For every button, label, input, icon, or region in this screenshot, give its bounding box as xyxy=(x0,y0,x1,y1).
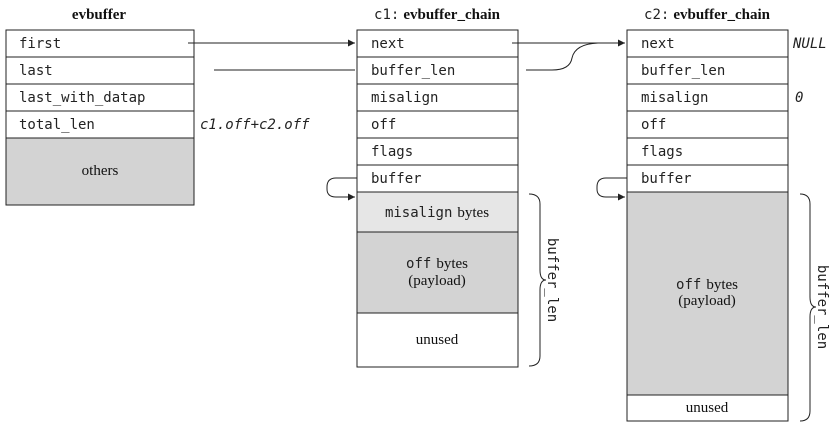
evbuffer-first-label: first xyxy=(19,36,61,52)
c1-buffer-len-label: buffer_len xyxy=(371,63,455,79)
c2-buffer-len-brace xyxy=(799,193,817,422)
c2-field-off xyxy=(626,110,789,139)
c2-unused-block xyxy=(626,394,789,422)
c2-misalign-zero-annotation: 0 xyxy=(795,90,803,106)
c1-title-prefix: c1: xyxy=(374,7,399,23)
evbuffer-total-len-label: total_len xyxy=(19,117,95,133)
c1-buffer-label: buffer xyxy=(371,171,422,187)
evbuffer-field-last-with-datap xyxy=(5,83,195,112)
total-len-annotation: c1.off+c2.off xyxy=(200,117,310,133)
c2-off-bytes-label: off bytes xyxy=(676,277,738,293)
evbuffer-title: evbuffer xyxy=(72,7,126,23)
c2-buffer-pointer-arrow xyxy=(596,177,627,201)
c1-chain: c1:evbuffer_chain next buffer_len misali… xyxy=(326,7,560,368)
c1-field-buffer xyxy=(356,164,519,193)
c1-misalign-bytes-mono: misalign xyxy=(385,205,452,221)
c2-misalign-label: misalign xyxy=(641,90,708,106)
c2-unused-label: unused xyxy=(686,400,729,416)
c1-title: c1:evbuffer_chain xyxy=(374,7,501,23)
c1-field-misalign xyxy=(356,83,519,112)
c1-off-bytes-mono: off xyxy=(406,256,431,272)
c2-payload-label: (payload) xyxy=(678,293,735,309)
c1-payload-label: (payload) xyxy=(408,273,465,289)
c1-off-bytes-label: off bytes xyxy=(406,256,468,272)
c2-brace-label: buffer_len xyxy=(814,265,830,349)
c2-title-name: evbuffer_chain xyxy=(673,7,770,23)
c2-title: c2:evbuffer_chain xyxy=(644,7,771,23)
c2-title-prefix: c2: xyxy=(644,7,669,23)
c2-off-bytes-text: bytes xyxy=(706,277,738,293)
c1-payload-block xyxy=(356,231,519,314)
c1-unused-label: unused xyxy=(416,332,459,348)
c1-flags-label: flags xyxy=(371,144,413,160)
c2-field-flags xyxy=(626,137,789,166)
c1-title-name: evbuffer_chain xyxy=(403,7,500,23)
c1-misalign-label: misalign xyxy=(371,90,438,106)
c1-unused-block xyxy=(356,312,519,368)
c1-buffer-pointer-arrow xyxy=(326,177,357,201)
evbuffer-others-block xyxy=(5,137,195,206)
evbuffer-others-label: others xyxy=(82,163,119,179)
c2-chain: c2:evbuffer_chain next buffer_len misali… xyxy=(596,7,830,422)
c2-next-null-annotation: NULL xyxy=(792,36,827,52)
c1-misalign-bytes-label: misalign bytes xyxy=(385,205,489,221)
c1-next-label: next xyxy=(371,36,405,52)
c2-buffer-label: buffer xyxy=(641,171,692,187)
c2-next-label: next xyxy=(641,36,675,52)
c1-off-bytes-text: bytes xyxy=(436,256,468,272)
c1-buffer-len-brace xyxy=(528,193,547,367)
c2-off-bytes-mono: off xyxy=(676,277,701,293)
c2-field-buffer xyxy=(626,164,789,193)
c1-field-next xyxy=(356,29,519,58)
evbuffer-field-first xyxy=(5,29,195,58)
last-to-c2-curve xyxy=(526,42,625,71)
c2-buffer-len-label: buffer_len xyxy=(641,63,725,79)
c2-off-label: off xyxy=(641,117,666,133)
c2-field-misalign xyxy=(626,83,789,112)
c1-misalign-bytes-text: bytes xyxy=(457,205,489,221)
c2-payload-block xyxy=(626,191,789,396)
evbuffer-last-with-datap-label: last_with_datap xyxy=(19,90,145,106)
evbuffer-last-label: last xyxy=(19,63,53,79)
c1-field-flags xyxy=(356,137,519,166)
evbuffer-struct: evbuffer first last last_with_datap tota… xyxy=(5,7,310,206)
c1-off-label: off xyxy=(371,117,396,133)
c1-brace-label: buffer_len xyxy=(544,238,560,322)
evbuffer-field-total-len xyxy=(5,110,195,139)
c1-misalign-bytes-block xyxy=(356,191,519,233)
c2-field-buffer-len xyxy=(626,56,789,85)
c2-flags-label: flags xyxy=(641,144,683,160)
evbuffer-field-last xyxy=(5,56,195,85)
